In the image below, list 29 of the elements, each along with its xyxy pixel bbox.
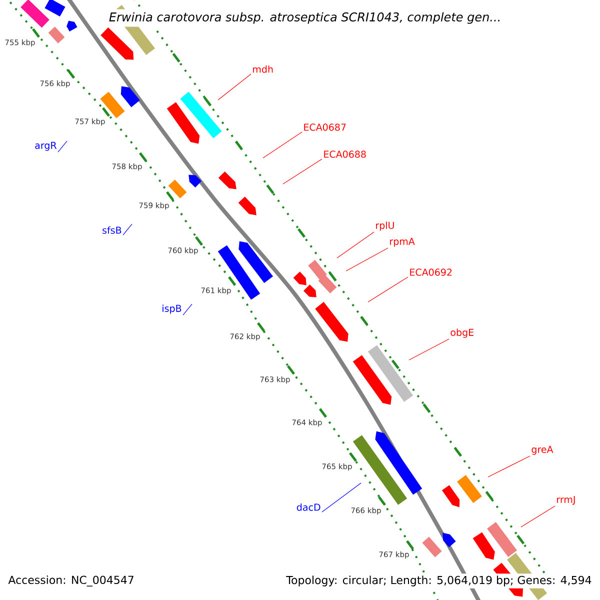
gene-label: dacD bbox=[296, 503, 320, 511]
leader-line bbox=[488, 456, 530, 478]
gene-label: ispB bbox=[162, 304, 182, 314]
gene-label: sfsB bbox=[102, 226, 122, 234]
leader-line bbox=[336, 232, 374, 258]
gene-label: argR bbox=[35, 142, 57, 151]
leader-line bbox=[322, 482, 362, 512]
gene-label: rrmJ bbox=[557, 496, 575, 505]
leader-line bbox=[368, 276, 408, 302]
leader-line bbox=[122, 224, 132, 236]
leader-line bbox=[182, 304, 192, 316]
gene-label: rplU bbox=[376, 222, 394, 231]
footer-text: Accession: NC_004547 bbox=[6, 574, 136, 588]
gene-label: ECA0688 bbox=[324, 150, 366, 158]
title: Erwinia carotovora subsp. atroseptica SCRI1043, complete gen... bbox=[106, 9, 504, 27]
gene-label: greA bbox=[532, 446, 554, 455]
leader-line bbox=[520, 506, 556, 528]
leader-line bbox=[262, 132, 302, 158]
leader-line bbox=[282, 158, 322, 184]
leader-line bbox=[58, 140, 68, 152]
gene-label: ECA0692 bbox=[410, 268, 452, 276]
gene-label: obgE bbox=[450, 328, 474, 338]
leader-line bbox=[346, 248, 388, 272]
footer-text: Topology: circular; Length: 5,064,019 bp; Genes: 4,594 bbox=[284, 574, 594, 588]
gene-label: ECA0687 bbox=[304, 124, 346, 131]
gene-label: rpmA bbox=[390, 238, 415, 247]
leader-line bbox=[218, 74, 252, 100]
gene-label: mdh bbox=[253, 65, 273, 73]
leader-line bbox=[408, 338, 450, 360]
